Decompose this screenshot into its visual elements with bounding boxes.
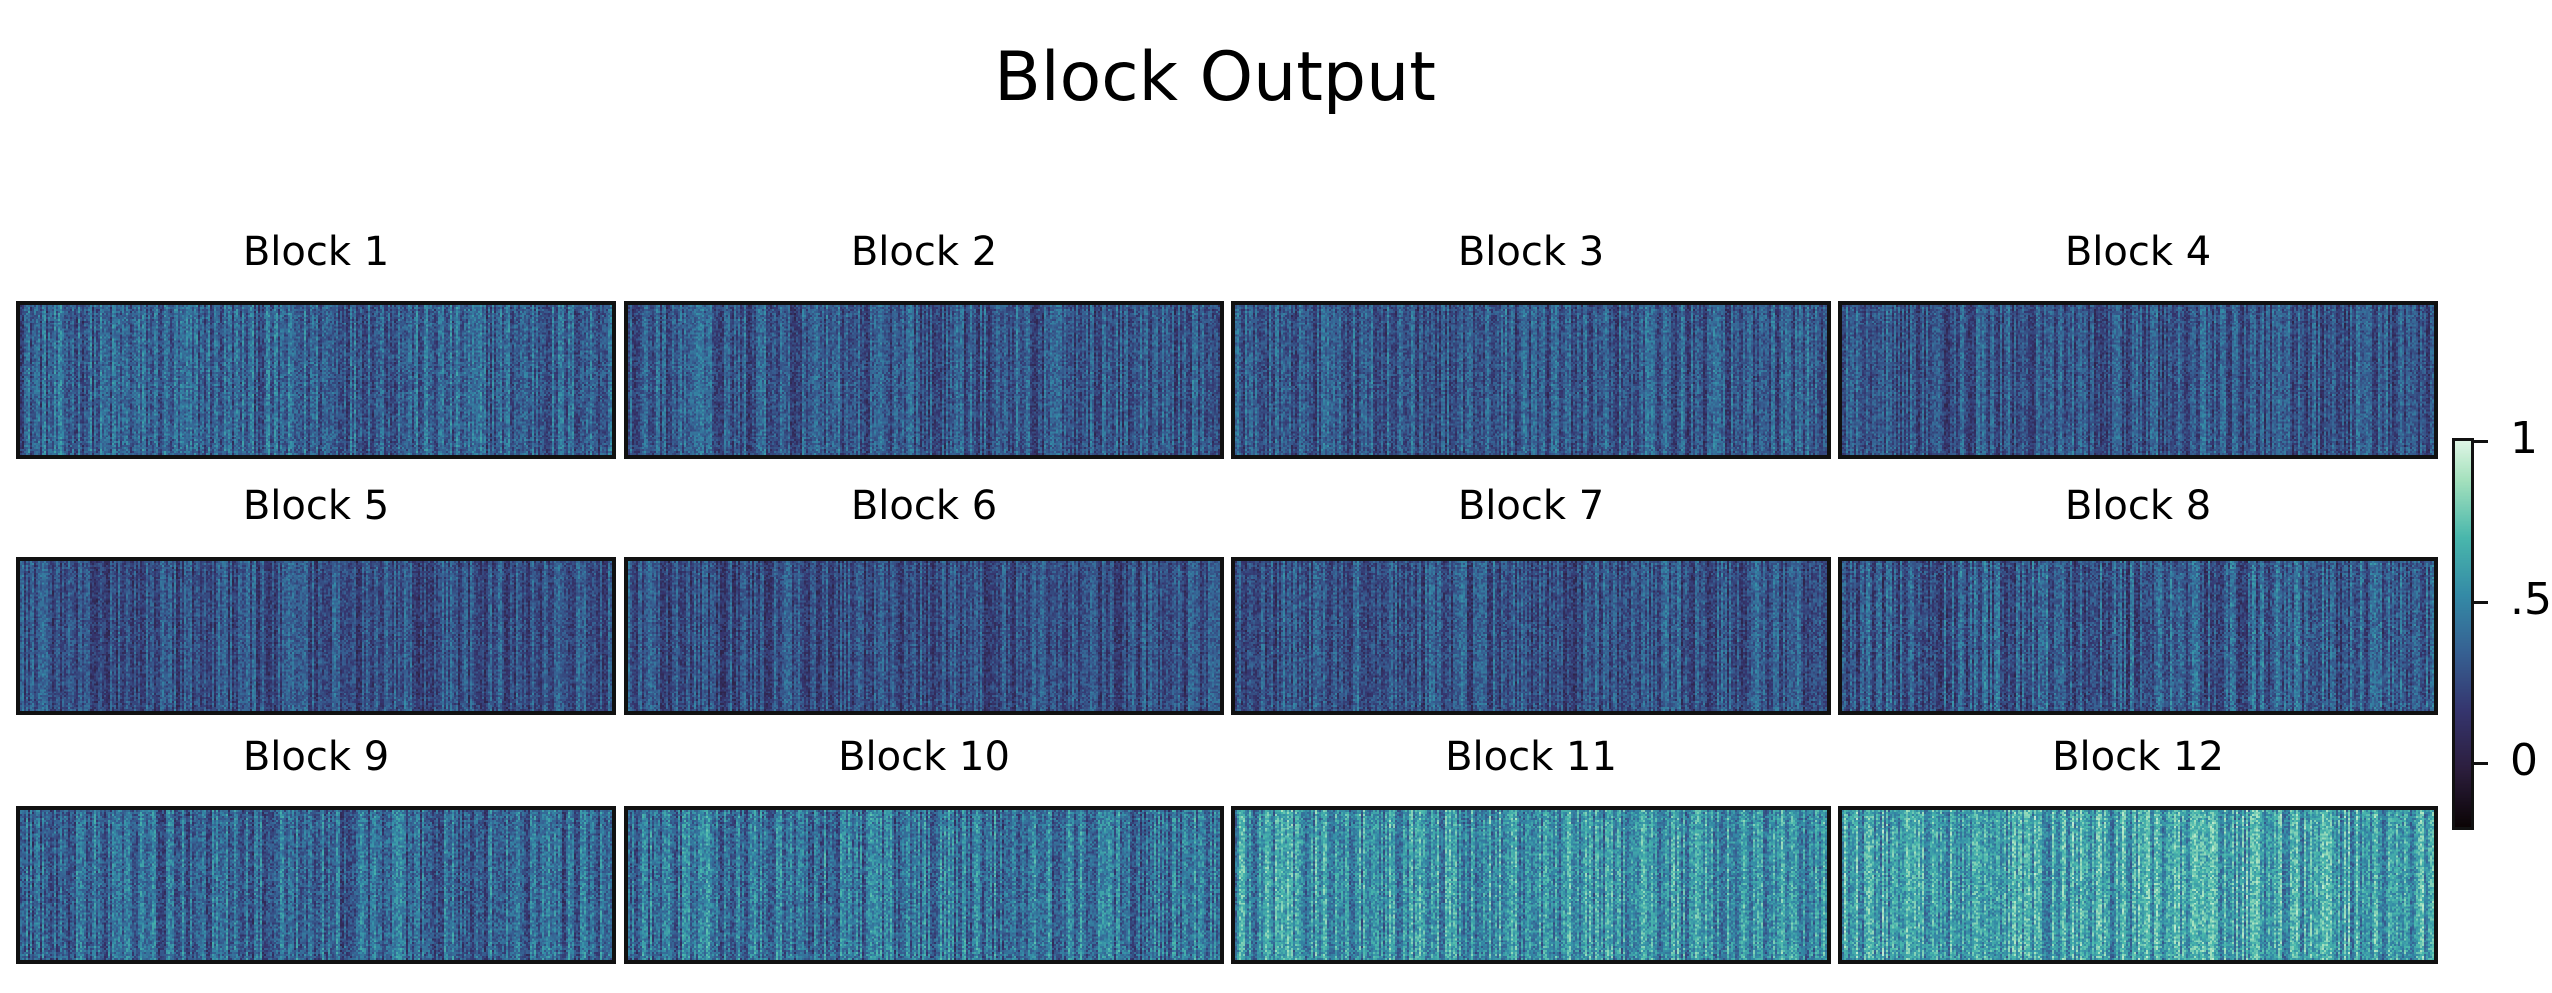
panel-title: Block 2	[850, 229, 998, 275]
panel-title: Block 9	[242, 734, 390, 780]
chart-title: Block Output	[994, 38, 1436, 117]
heatmap-panel	[1231, 806, 1831, 964]
heatmap-panel	[1231, 301, 1831, 459]
panel-title: Block 10	[838, 734, 1010, 780]
colorbar-tick-label: 0	[2510, 734, 2538, 786]
heatmap-panel	[624, 557, 1224, 715]
colorbar-tick	[2474, 440, 2488, 443]
heatmap-panel	[1838, 806, 2438, 964]
colorbar	[2452, 438, 2474, 830]
heatmap-panel	[16, 557, 616, 715]
panel-title: Block 6	[850, 483, 998, 529]
panel-title: Block 5	[242, 483, 390, 529]
panel-title: Block 3	[1457, 229, 1605, 275]
panel-title: Block 12	[2052, 734, 2224, 780]
panel-title: Block 8	[2064, 483, 2212, 529]
heatmap-panel	[16, 806, 616, 964]
heatmap-panel	[624, 301, 1224, 459]
heatmap-panel	[16, 301, 616, 459]
colorbar-tick	[2474, 761, 2488, 765]
panel-title: Block 11	[1445, 734, 1617, 780]
colorbar-tick	[2474, 600, 2488, 604]
colorbar-tick-label: 1	[2510, 413, 2538, 464]
heatmap-panel	[1838, 301, 2438, 459]
heatmap-panel	[1838, 557, 2438, 715]
panel-title: Block 4	[2064, 229, 2212, 275]
heatmap-panel	[1231, 557, 1831, 715]
colorbar-tick-label: .5	[2510, 573, 2552, 625]
heatmap-panel	[624, 806, 1224, 964]
panel-title: Block 1	[242, 229, 390, 275]
panel-title: Block 7	[1457, 483, 1605, 529]
